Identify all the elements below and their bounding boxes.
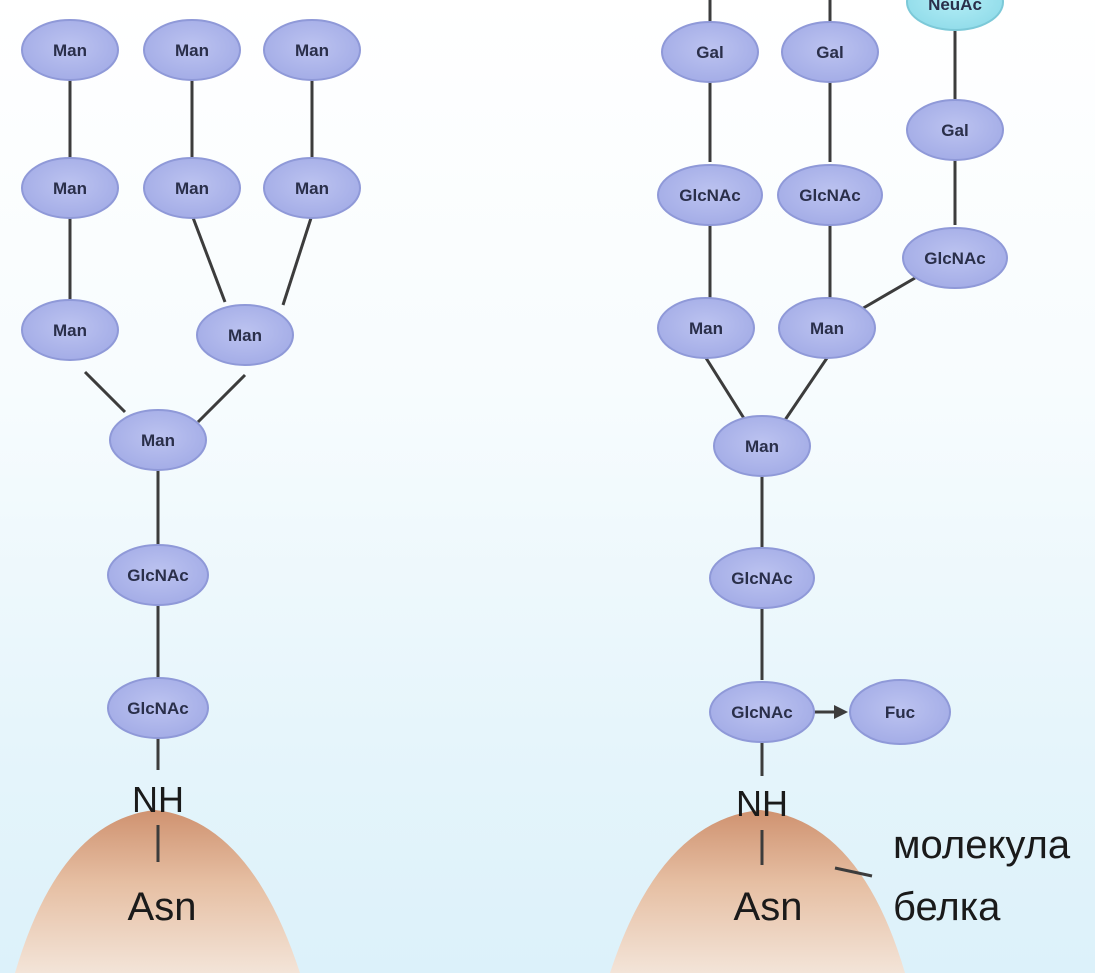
right-asn-label: Asn (734, 885, 803, 929)
right-node-gal-3: Gal (907, 100, 1003, 160)
node-label: Man (53, 321, 87, 340)
bond (860, 278, 915, 310)
bond (85, 372, 125, 412)
right-node-gal-2: Gal (782, 22, 878, 82)
node-label: GlcNAc (924, 249, 985, 268)
left-node-man-bc: Man (197, 305, 293, 365)
node-label: Man (745, 437, 779, 456)
right-node-man-core: Man (714, 416, 810, 476)
bond (283, 215, 312, 305)
node-label: Fuc (885, 703, 915, 722)
node-label: Gal (941, 121, 968, 140)
node-label: Man (141, 431, 175, 450)
left-node-man-a3: Man (22, 300, 118, 360)
node-label: Man (53, 41, 87, 60)
annotation-line2: белка (893, 885, 1001, 929)
node-label: GlcNAc (679, 186, 740, 205)
left-node-man-b1: Man (144, 20, 240, 80)
node-label: GlcNAc (799, 186, 860, 205)
right-node-man-1: Man (658, 298, 754, 358)
node-label: Gal (696, 43, 723, 62)
node-label: Man (689, 319, 723, 338)
left-node-man-a1: Man (22, 20, 118, 80)
bond (198, 375, 245, 422)
node-label: NeuAc (928, 0, 982, 14)
fuc-link-arrowhead (834, 705, 848, 719)
node-label: Man (810, 319, 844, 338)
right-nh-label: NH (736, 783, 788, 824)
right-node-neuac: NeuAc (907, 0, 1003, 30)
bond (192, 215, 225, 302)
left-node-man-c2: Man (264, 158, 360, 218)
left-node-man-a2: Man (22, 158, 118, 218)
node-label: Man (228, 326, 262, 345)
right-node-glcnac-core1: GlcNAc (710, 548, 814, 608)
left-node-man-c1: Man (264, 20, 360, 80)
node-label: Man (53, 179, 87, 198)
node-label: Man (295, 41, 329, 60)
node-label: GlcNAc (731, 703, 792, 722)
left-nh-label: NH (132, 779, 184, 820)
right-node-glcnac-core2: GlcNAc (710, 682, 814, 742)
right-node-fuc: Fuc (850, 680, 950, 744)
bond (785, 358, 827, 420)
node-label: GlcNAc (127, 566, 188, 585)
bond (706, 358, 745, 420)
node-label: GlcNAc (127, 699, 188, 718)
node-label: Man (175, 179, 209, 198)
left-node-glcnac-1: GlcNAc (108, 545, 208, 605)
left-asn-label: Asn (128, 885, 197, 929)
left-node-man-b2: Man (144, 158, 240, 218)
right-node-glcnac-2: GlcNAc (778, 165, 882, 225)
node-label: Gal (816, 43, 843, 62)
right-node-glcnac-3: GlcNAc (903, 228, 1007, 288)
left-node-glcnac-2: GlcNAc (108, 678, 208, 738)
node-label: Man (295, 179, 329, 198)
right-node-glcnac-1: GlcNAc (658, 165, 762, 225)
node-label: GlcNAc (731, 569, 792, 588)
node-label: Man (175, 41, 209, 60)
right-node-man-2: Man (779, 298, 875, 358)
annotation-line1: молекула (893, 823, 1071, 867)
left-node-man-core: Man (110, 410, 206, 470)
right-node-gal-1: Gal (662, 22, 758, 82)
